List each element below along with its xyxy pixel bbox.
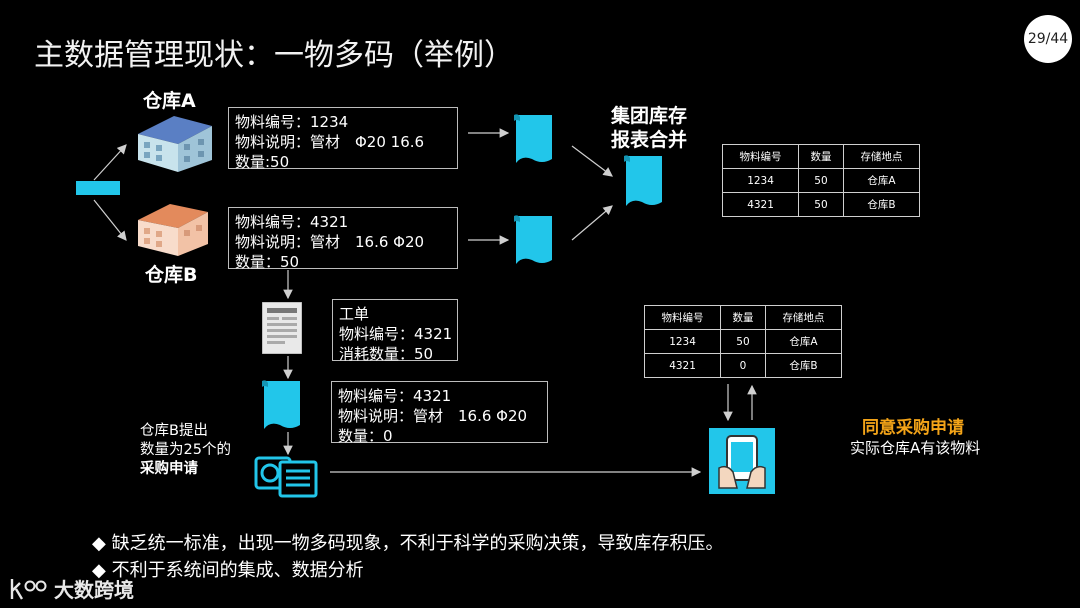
consolidation-label-line2: 报表合并: [611, 129, 688, 151]
request-line1: 仓库B提出: [140, 423, 208, 439]
source-data-block: [76, 181, 120, 195]
approval-subtitle: 实际仓库A有该物料: [850, 439, 981, 457]
consolidation-label: 集团库存 报表合并: [611, 104, 687, 152]
brand-logo: 大数跨境: [10, 574, 134, 603]
table-cell: 4321: [643, 353, 722, 378]
consolidation-label-line1: 集团库存: [611, 105, 688, 127]
work-order-title: 工单: [339, 305, 370, 323]
bullet-item: ◆ 缺乏统一标准，出现一物多码现象，不利于科学的采购决策，导致库存积压。: [92, 533, 724, 554]
col-header: 数量: [720, 305, 766, 330]
table-cell: 仓库B: [764, 353, 843, 378]
purchase-request-icon: [254, 454, 320, 502]
request-line2: 数量为25个的: [140, 442, 231, 458]
brand-logo-text: 大数跨境: [54, 578, 134, 602]
page-number-badge: 29/44: [1024, 15, 1072, 63]
warehouse-a-label: 仓库A: [143, 90, 196, 112]
inventory-table-top: 物料编号 数量 存储地点 1234 50 仓库A 4321 50 仓库B: [721, 144, 921, 217]
approval-title: 同意采购申请: [862, 418, 964, 438]
table-row: 4321 0 仓库B: [643, 353, 843, 378]
table-cell: 0: [720, 353, 766, 378]
inventory-table-mid: 物料编号 数量 存储地点 1234 50 仓库A 4321 0 仓库B: [643, 305, 843, 378]
conclusion-bullets: ◆ 缺乏统一标准，出现一物多码现象，不利于科学的采购决策，导致库存积压。 ◆ 不…: [92, 530, 724, 584]
after-consumption-info-box: 物料编号：4321 物料说明：管材 16.6 Φ20 数量：0: [331, 381, 548, 445]
purchase-request-note: 仓库B提出 数量为25个的 采购申请: [140, 422, 231, 479]
table-header-row: 物料编号 数量 存储地点: [643, 305, 843, 330]
col-header: 物料编号: [643, 305, 722, 330]
table-cell: 50: [720, 329, 766, 354]
col-header: 数量: [798, 144, 844, 169]
table-header-row: 物料编号 数量 存储地点: [721, 144, 921, 169]
col-header: 物料编号: [721, 144, 800, 169]
report-b-document-icon: [512, 214, 556, 272]
table-row: 1234 50 仓库A: [643, 329, 843, 354]
report-a-document-icon: [512, 113, 556, 171]
slide-title: 主数据管理现状：一物多码（举例）: [34, 38, 514, 73]
warehouse-a-building-icon: [134, 112, 216, 178]
brand-logo-mark-icon: [10, 578, 47, 600]
table-cell: 1234: [643, 329, 722, 354]
warehouse-b-qty: 数量：50: [235, 253, 300, 271]
work-order-box: 工单 物料编号：4321 消耗数量：50: [332, 299, 458, 363]
table-row: 1234 50 仓库A: [721, 168, 921, 193]
work-order-code: 物料编号：4321: [339, 325, 453, 343]
warehouse-a-code: 物料编号：1234: [235, 113, 349, 131]
request-line3: 采购申请: [140, 461, 198, 477]
table-cell: 4321: [721, 192, 800, 217]
after-consumption-document-icon: [260, 379, 304, 437]
table-cell: 仓库A: [764, 329, 843, 354]
table-cell: 50: [798, 192, 844, 217]
after-desc: 物料说明：管材 16.6 Φ20: [338, 407, 528, 425]
table-cell: 1234: [721, 168, 800, 193]
work-order-form-icon: [261, 301, 303, 358]
warehouse-b-building-icon: [134, 200, 216, 262]
tablet-approval-icon: [709, 428, 775, 498]
work-order-consumed: 消耗数量：50: [339, 345, 434, 363]
after-qty: 数量：0: [338, 427, 393, 445]
table-row: 4321 50 仓库B: [721, 192, 921, 217]
warehouse-b-code: 物料编号：4321: [235, 213, 349, 231]
table-cell: 仓库A: [842, 168, 921, 193]
table-cell: 仓库B: [842, 192, 921, 217]
merged-report-document-icon: [622, 154, 666, 214]
warehouse-a-info-box: 物料编号：1234 物料说明：管材 Φ20 16.6 数量:50: [228, 107, 458, 171]
warehouse-a-qty: 数量:50: [235, 153, 290, 171]
warehouse-a-desc: 物料说明：管材 Φ20 16.6: [235, 133, 425, 151]
warehouse-b-desc: 物料说明：管材 16.6 Φ20: [235, 233, 425, 251]
warehouse-b-label: 仓库B: [145, 264, 198, 286]
col-header: 存储地点: [842, 144, 921, 169]
warehouse-b-info-box: 物料编号：4321 物料说明：管材 16.6 Φ20 数量：50: [228, 207, 458, 271]
table-cell: 50: [798, 168, 844, 193]
bullet-item: ◆ 不利于系统间的集成、数据分析: [92, 560, 364, 581]
col-header: 存储地点: [764, 305, 843, 330]
after-code: 物料编号：4321: [338, 387, 452, 405]
